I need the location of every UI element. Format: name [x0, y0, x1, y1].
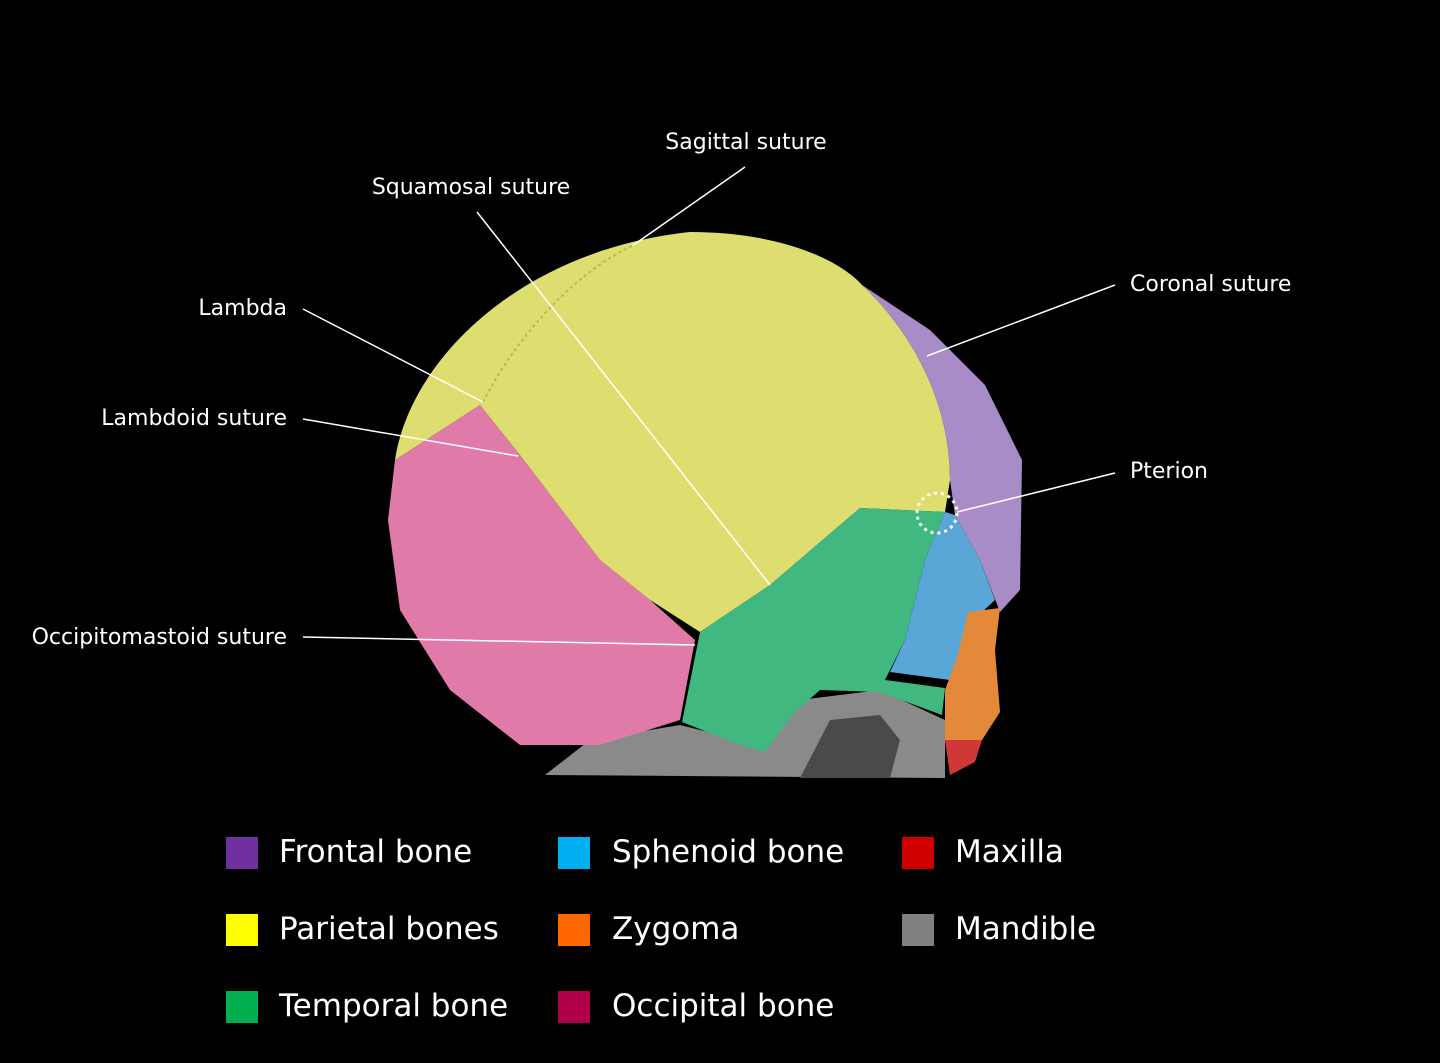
sagittal-leader: [631, 166, 746, 247]
legend-label-temporal: Temporal bone: [279, 988, 509, 1024]
squamosal-leader: [476, 211, 771, 586]
legend-swatch-occipital: [558, 991, 590, 1023]
legend-swatch-frontal: [226, 837, 258, 869]
leader-lines: [302, 166, 1116, 646]
label-lambda: Lambda: [198, 296, 287, 321]
legend-label-frontal: Frontal bone: [279, 834, 473, 870]
legend-label-occipital: Occipital bone: [612, 988, 835, 1024]
label-sagittal-suture: Sagittal suture: [665, 130, 827, 155]
occipitomastoid-leader: [302, 636, 696, 646]
label-occipitomastoid-suture: Occipitomastoid suture: [31, 625, 287, 650]
zygoma: [945, 608, 1000, 740]
coronal-leader: [926, 284, 1116, 357]
occipital-bone: [388, 405, 695, 745]
legend-swatch-parietal: [226, 914, 258, 946]
label-squamosal-suture: Squamosal suture: [371, 175, 571, 200]
mandible-dark-region: [800, 715, 900, 778]
legend-label-zygoma: Zygoma: [612, 911, 740, 947]
pterion-leader: [956, 472, 1116, 513]
legend-label-maxilla: Maxilla: [955, 834, 1064, 870]
pterion-marker: [915, 491, 959, 535]
frontal-bone: [862, 285, 1022, 612]
legend-swatch-mandible: [902, 914, 934, 946]
lambdoid-leader: [302, 418, 519, 457]
legend-swatch-maxilla: [902, 837, 934, 869]
label-lambdoid-suture: Lambdoid suture: [101, 406, 287, 431]
legend-swatch-zygoma: [558, 914, 590, 946]
label-pterion: Pterion: [1130, 459, 1208, 484]
parietal-bone: [395, 232, 950, 632]
legend-label-sphenoid: Sphenoid bone: [612, 834, 845, 870]
maxilla: [945, 740, 982, 775]
legend-label-mandible: Mandible: [955, 911, 1097, 947]
label-coronal-suture: Coronal suture: [1130, 272, 1292, 297]
legend-swatch-temporal: [226, 991, 258, 1023]
legend-swatch-sphenoid: [558, 837, 590, 869]
lambda-leader: [302, 308, 484, 403]
temporal-bone: [682, 508, 945, 752]
legend-label-parietal: Parietal bones: [279, 911, 499, 947]
sphenoid-bone: [890, 512, 995, 680]
